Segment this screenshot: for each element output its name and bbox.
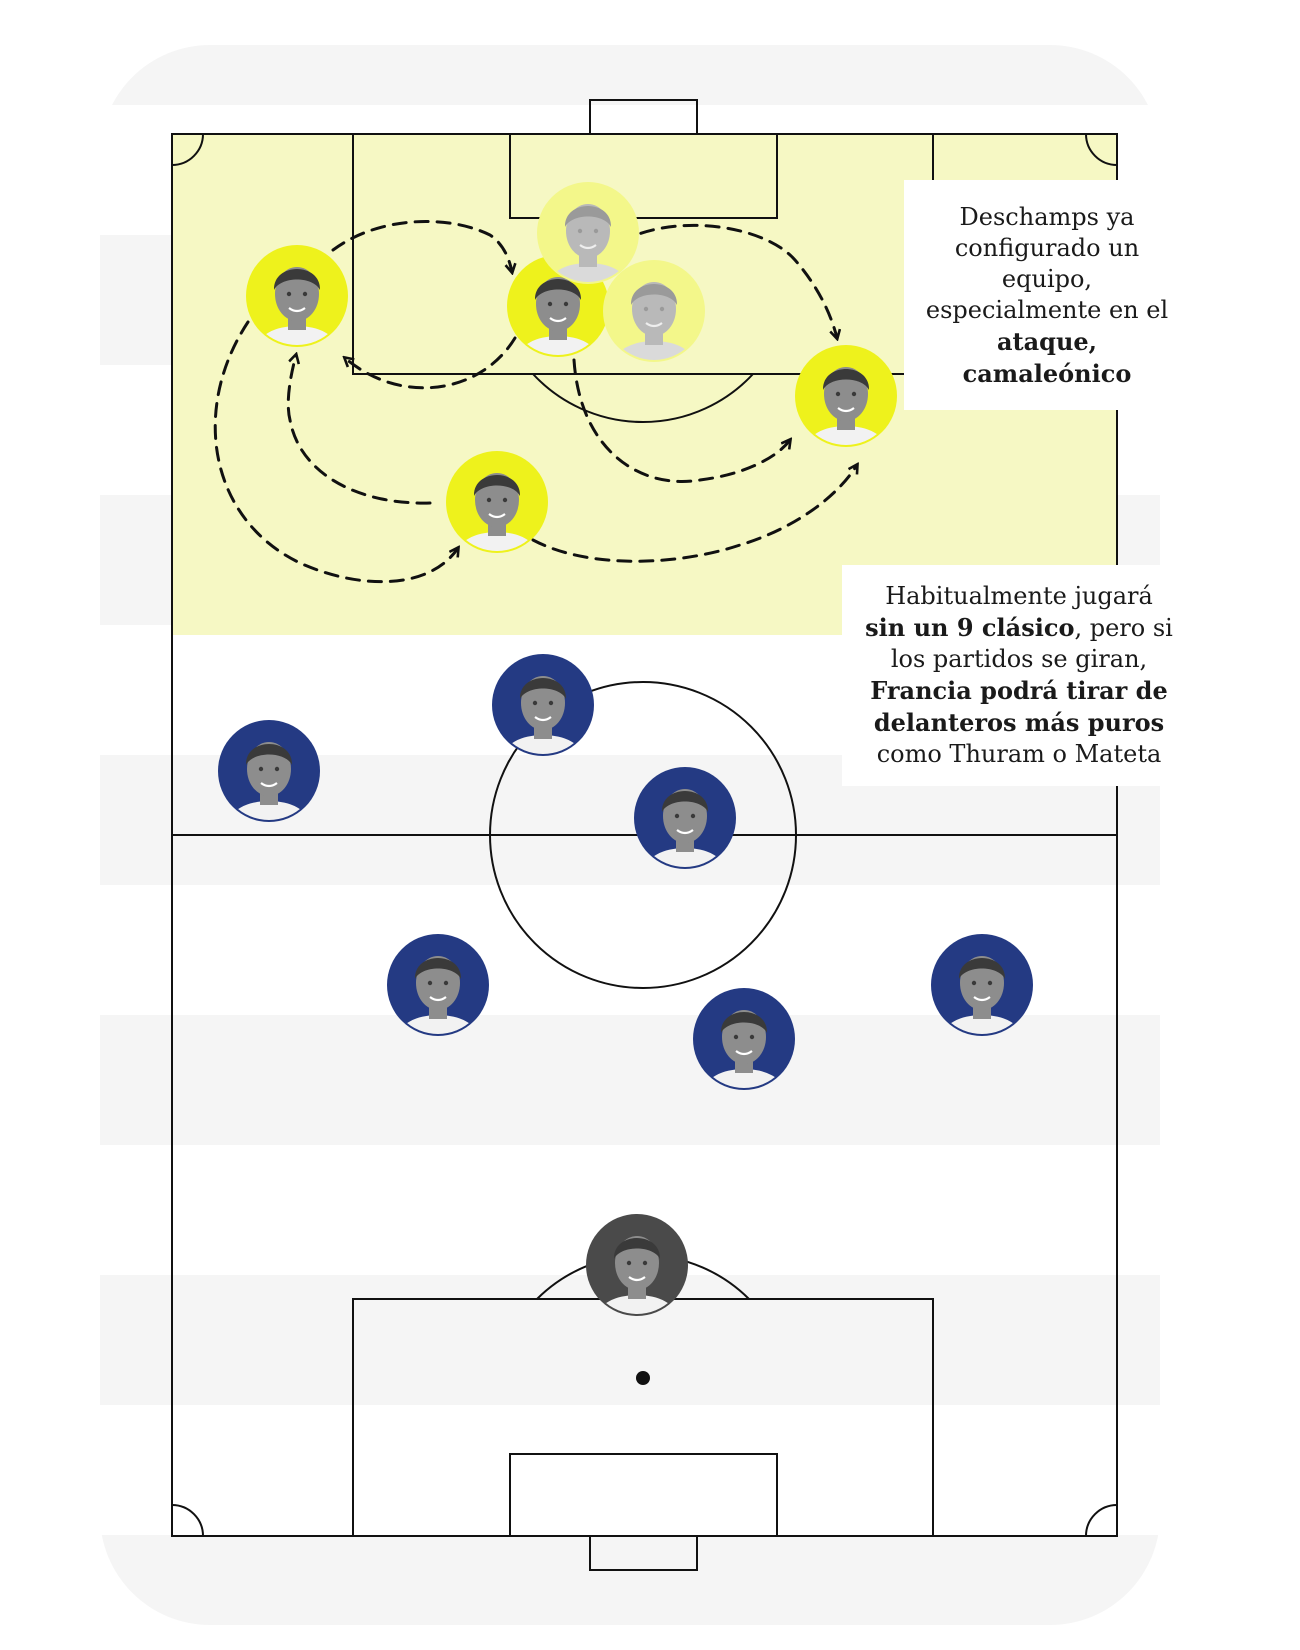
player-marker-defender <box>693 988 795 1090</box>
player-marker-goalkeeper <box>586 1214 688 1316</box>
movement-arrow <box>601 223 837 338</box>
player-photo-icon <box>257 267 337 345</box>
movement-arrow <box>331 219 512 272</box>
player-marker-attacker <box>795 345 897 447</box>
callout-2-bold: delanteros más puros <box>873 708 1165 737</box>
player-photo-icon <box>704 1010 784 1088</box>
player-marker-attacker <box>246 245 348 347</box>
movement-arrow <box>345 336 517 390</box>
player-photo-icon <box>518 277 598 355</box>
player-photo-icon <box>398 956 478 1034</box>
movement-arrow <box>286 355 432 505</box>
movement-arrow <box>213 320 458 584</box>
player-photo-icon <box>503 676 583 754</box>
player-marker-alternative-striker <box>603 260 705 362</box>
movement-arrow <box>531 465 857 563</box>
callout-2-bold: sin un 9 clásico <box>865 613 1075 642</box>
player-photo-icon <box>457 473 537 551</box>
callout-2-line: los partidos se giran, <box>890 645 1148 673</box>
callout-striker-note: Habitualmente jugará sin un 9 clásico, p… <box>842 565 1196 786</box>
callout-2-text: , pero si <box>1074 614 1173 642</box>
callout-1-line: especialmente en el <box>925 296 1169 324</box>
player-photo-icon <box>597 1236 677 1314</box>
player-marker-defender <box>387 934 489 1036</box>
player-marker-alternative-striker <box>537 182 639 284</box>
callout-2-line: como Thuram o Mateta <box>876 740 1162 768</box>
player-marker-defender <box>931 934 1033 1036</box>
player-photo-icon <box>806 367 886 445</box>
player-photo-icon <box>645 789 725 867</box>
player-photo-icon <box>548 204 628 282</box>
player-marker-defender <box>218 720 320 822</box>
callout-attack-note: Deschamps ya configurado un equipo, espe… <box>904 180 1190 410</box>
callout-1-line: configurado un equipo, <box>954 234 1140 293</box>
player-photo-icon <box>229 742 309 820</box>
player-marker-attacker <box>446 451 548 553</box>
callout-2-line: Habitualmente jugará <box>885 582 1153 610</box>
player-marker-midfielder <box>634 767 736 869</box>
movement-arrow <box>572 358 790 483</box>
player-photo-icon <box>614 282 694 360</box>
player-photo-icon <box>942 956 1022 1034</box>
callout-1-line: Deschamps ya <box>959 203 1135 231</box>
callout-1-bold: ataque, camaleónico <box>962 327 1132 388</box>
penalty-spot <box>636 1371 650 1385</box>
player-marker-midfielder <box>492 654 594 756</box>
callout-2-bold: Francia podrá tirar de <box>870 676 1168 705</box>
